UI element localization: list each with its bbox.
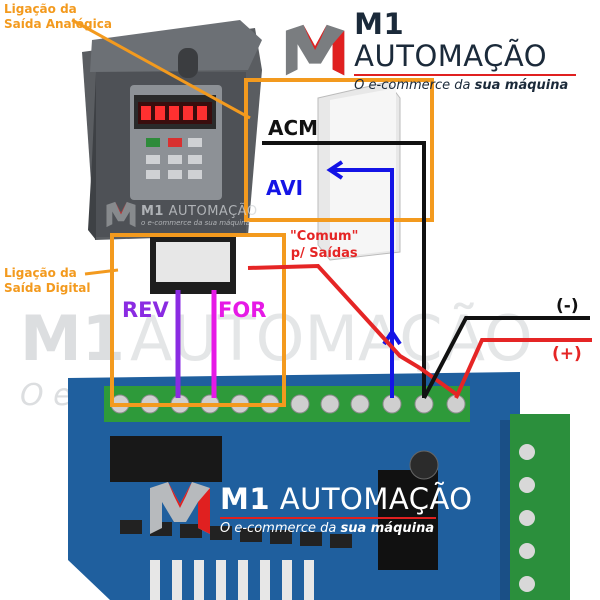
avi-label: AVI (266, 176, 304, 200)
logo-small-brand-light: AUTOMAÇÃO (168, 203, 258, 219)
analog-callout-line (71, 18, 251, 120)
digital-frame (110, 233, 286, 407)
minus-supply-wire (422, 316, 590, 399)
stop-button (168, 138, 182, 147)
vfd-inverter (82, 20, 262, 294)
digital-label-line1: Ligação da (4, 266, 77, 280)
run-button (146, 138, 160, 147)
logo-top-slogan: O e-commerce da (354, 78, 475, 93)
io-board (68, 372, 570, 600)
avi-arrow (326, 160, 344, 180)
comum-label-line2: p/ Saídas (290, 246, 358, 261)
analog-output-label: Ligação da Saída Analógica (4, 2, 112, 32)
digital-output-label: Ligação da Saída Digital (4, 266, 90, 296)
svg-text:AUTOMAÇÃO: AUTOMAÇÃO (130, 302, 533, 375)
for-label: FOR (218, 298, 267, 322)
minus-label: (-) (556, 296, 579, 316)
plus-label: (+) (552, 344, 582, 364)
display-digits (141, 106, 207, 120)
digital-callout-line (84, 268, 119, 276)
logo-top-slogan-bold: sua máquina (474, 78, 569, 93)
logo-bottom-slogan: O e-commerce da (220, 520, 341, 536)
acm-wire (262, 141, 426, 398)
logo-small: M1 AUTOMAÇÃO o e-commerce da sua máquina (104, 200, 258, 230)
analog-frame (244, 78, 434, 222)
logo-top-brand-light: AUTOMAÇÃO (354, 39, 548, 73)
logo-small-brand-bold: M1 (141, 203, 164, 219)
analog-label-line1: Ligação da (4, 2, 77, 16)
m1-logo-small-icon (106, 201, 136, 228)
acm-label: ACM (268, 116, 319, 140)
digital-label-line2: Saída Digital (4, 281, 91, 295)
logo-bottom: M1 AUTOMAÇÃO O e-commerce da sua máquina (146, 478, 473, 540)
logo-bottom-brand-bold: M1 (220, 481, 271, 516)
rev-label: REV (122, 298, 169, 322)
logo-top-brand-bold: M1 (354, 7, 405, 41)
ic-chip (110, 436, 222, 482)
comum-wire (247, 263, 458, 396)
comum-label-line1: "Comum" (290, 229, 359, 244)
capacitor (409, 450, 439, 480)
m1-logo-icon (285, 24, 345, 75)
logo-bottom-slogan-bold: sua máquina (340, 520, 435, 536)
m1-logo-bottom-icon (150, 482, 210, 534)
regulator-chip (378, 470, 438, 570)
logo-bottom-brand-light: AUTOMAÇÃO (279, 481, 473, 516)
avi-wire (332, 168, 394, 398)
logo-small-slogan: o e-commerce da sua máquina (141, 218, 250, 227)
analog-label-line2: Saída Analógica (4, 17, 112, 31)
comum-label: "Comum" p/ Saídas (290, 228, 358, 262)
plus-supply-wire (454, 338, 592, 399)
svg-text:M1: M1 (20, 302, 125, 375)
logo-top: M1 AUTOMAÇÃO O e-commerce da sua máquina (282, 8, 600, 93)
